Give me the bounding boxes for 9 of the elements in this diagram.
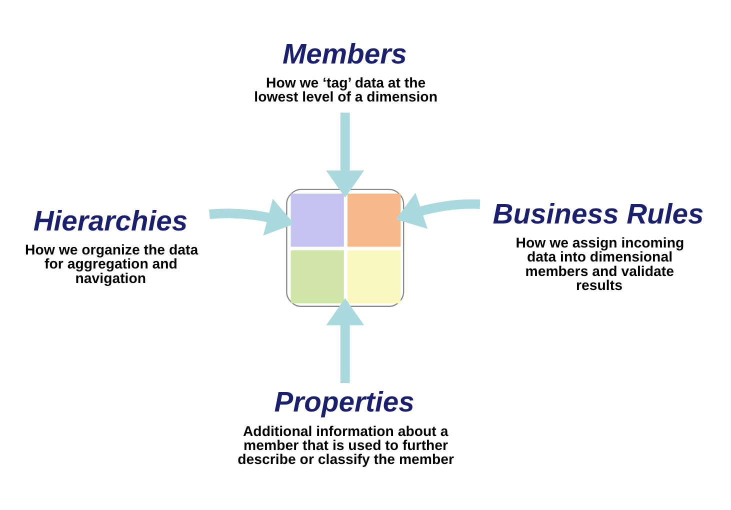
node-picture: [286, 188, 404, 307]
node-text: Members How we ‘tag’ data at the lowest level of a dimension: [254, 38, 438, 106]
arrow: [209, 198, 294, 236]
arrow: [326, 112, 364, 198]
arrow: [326, 298, 364, 384]
node-text: Business Rules How we assign incoming data into dimensional members and validate results: [492, 198, 704, 294]
node-text: Hierarchies How we organize the data for aggregation and navigation: [25, 205, 198, 287]
arrow: [396, 192, 480, 229]
node-text: Properties Additional information about a member that is used to further describe or classify the member: [238, 386, 454, 468]
